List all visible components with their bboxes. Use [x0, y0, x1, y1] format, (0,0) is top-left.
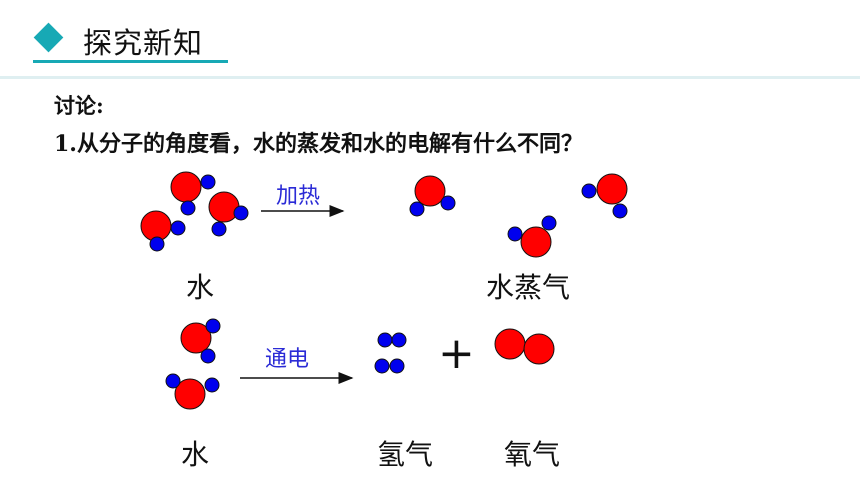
hydrogen-gas-label: 氢气 — [377, 438, 434, 471]
electricity-condition-label: 通电 — [265, 347, 310, 372]
heating-condition-label: 加热 — [276, 184, 321, 209]
header-divider — [0, 76, 860, 79]
water-molecule — [140, 210, 186, 252]
reactant-water-label: 水 — [186, 271, 215, 304]
water-molecule — [180, 318, 221, 364]
title-underline — [33, 60, 228, 63]
water-molecule — [165, 373, 220, 410]
hydrogen-molecule — [377, 332, 407, 348]
discussion-label: 讨论: — [54, 93, 104, 118]
water-molecule — [170, 171, 216, 216]
water-vapor-molecule — [409, 175, 456, 217]
water-vapor-molecule — [581, 173, 628, 219]
reactant-water-label-2: 水 — [181, 438, 210, 471]
plus-sign: + — [438, 328, 475, 379]
oxygen-gas-label: 氧气 — [504, 438, 561, 471]
section-title: 探究新知 — [83, 26, 204, 60]
water-vapor-molecule — [507, 215, 557, 258]
discussion-question: 1.从分子的角度看，水的蒸发和水的电解有什么不同？ — [54, 131, 583, 157]
water-molecule — [208, 191, 249, 237]
hydrogen-molecule — [374, 358, 405, 374]
water-vapor-label: 水蒸气 — [486, 271, 571, 304]
oxygen-molecule — [494, 328, 555, 365]
